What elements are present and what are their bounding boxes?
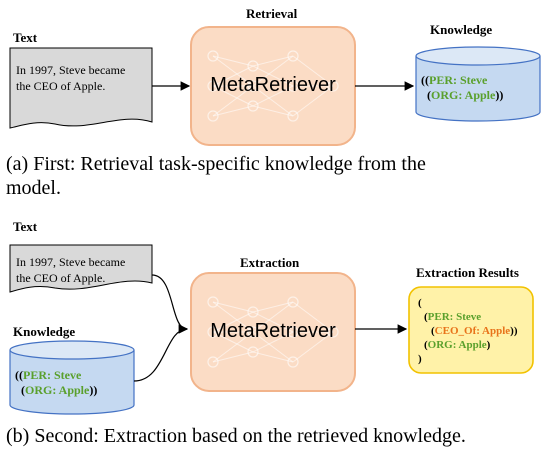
- text-line-1-b: In 1997, Steve became: [16, 255, 126, 269]
- entity-org-apple: ORG: Apple: [431, 88, 496, 102]
- text-document-a: [9, 47, 153, 129]
- text-document-b: [9, 244, 153, 293]
- knowledge-bracket: )): [89, 383, 98, 397]
- results-bracket: )): [510, 325, 518, 337]
- results-bracket: (: [431, 325, 435, 337]
- entity-per-steve: PER: Steve: [23, 368, 82, 382]
- metaretriever-box-b: [190, 272, 356, 392]
- text-line-2-a: the CEO of Apple.: [16, 79, 106, 93]
- knowledge-database-b: [9, 340, 135, 415]
- model-label-b: MetaRetriever: [210, 320, 336, 342]
- results-bracket: (: [424, 311, 428, 323]
- result-per-steve: PER: Steve: [427, 311, 482, 323]
- caption-a: (a) First: Retrieval task-specific knowl…: [6, 152, 542, 200]
- knowledge-bracket: (: [427, 88, 431, 102]
- entity-per-steve: PER: Steve: [429, 73, 488, 87]
- extraction-results-content: ( (PER: Steve (CEO_Of: Apple)) (ORG: App…: [418, 296, 517, 366]
- knowledge-bracket: (: [21, 383, 25, 397]
- text-document-content-b: In 1997, Steve became the CEO of Apple.: [16, 254, 125, 286]
- text-line-2-b: the CEO of Apple.: [16, 271, 106, 285]
- knowledge-bracket: ((: [421, 73, 429, 87]
- results-open-bracket: (: [418, 297, 422, 309]
- knowledge-content-b: ((PER: Steve (ORG: Apple)): [15, 368, 97, 398]
- results-bracket: (: [424, 339, 428, 351]
- knowledge-bracket: )): [495, 88, 504, 102]
- text-label-a: Text: [13, 30, 38, 45]
- knowledge-label-a: Knowledge: [430, 22, 493, 37]
- knowledge-content-a: ((PER: Steve (ORG: Apple)): [421, 73, 503, 103]
- extraction-results-box: [408, 286, 534, 374]
- extraction-results-label: Extraction Results: [416, 265, 519, 280]
- result-ceo-of-apple: CEO_Of: Apple: [434, 325, 511, 337]
- caption-a-line-1: (a) First: Retrieval task-specific knowl…: [6, 153, 426, 175]
- entity-org-apple: ORG: Apple: [25, 383, 90, 397]
- text-line-1-a: In 1997, Steve became: [16, 63, 126, 77]
- model-label-a: MetaRetriever: [210, 74, 336, 96]
- results-close-bracket: ): [418, 353, 422, 365]
- retrieval-title: Retrieval: [246, 6, 298, 21]
- results-bracket: ): [486, 339, 491, 351]
- text-document-content-a: In 1997, Steve became the CEO of Apple.: [16, 62, 125, 94]
- caption-b: (b) Second: Extraction based on the retr…: [6, 425, 466, 447]
- arrow-text-to-model-b: [151, 274, 189, 334]
- knowledge-database-a: [415, 46, 541, 122]
- text-label-b: Text: [13, 219, 38, 234]
- extraction-title: Extraction: [240, 255, 300, 270]
- arrow-knowledge-to-model-b: [133, 328, 188, 382]
- knowledge-label-b: Knowledge: [13, 324, 76, 339]
- caption-a-line-2: model.: [6, 177, 61, 199]
- result-org-apple: ORG: Apple: [427, 339, 487, 351]
- knowledge-bracket: ((: [15, 368, 23, 382]
